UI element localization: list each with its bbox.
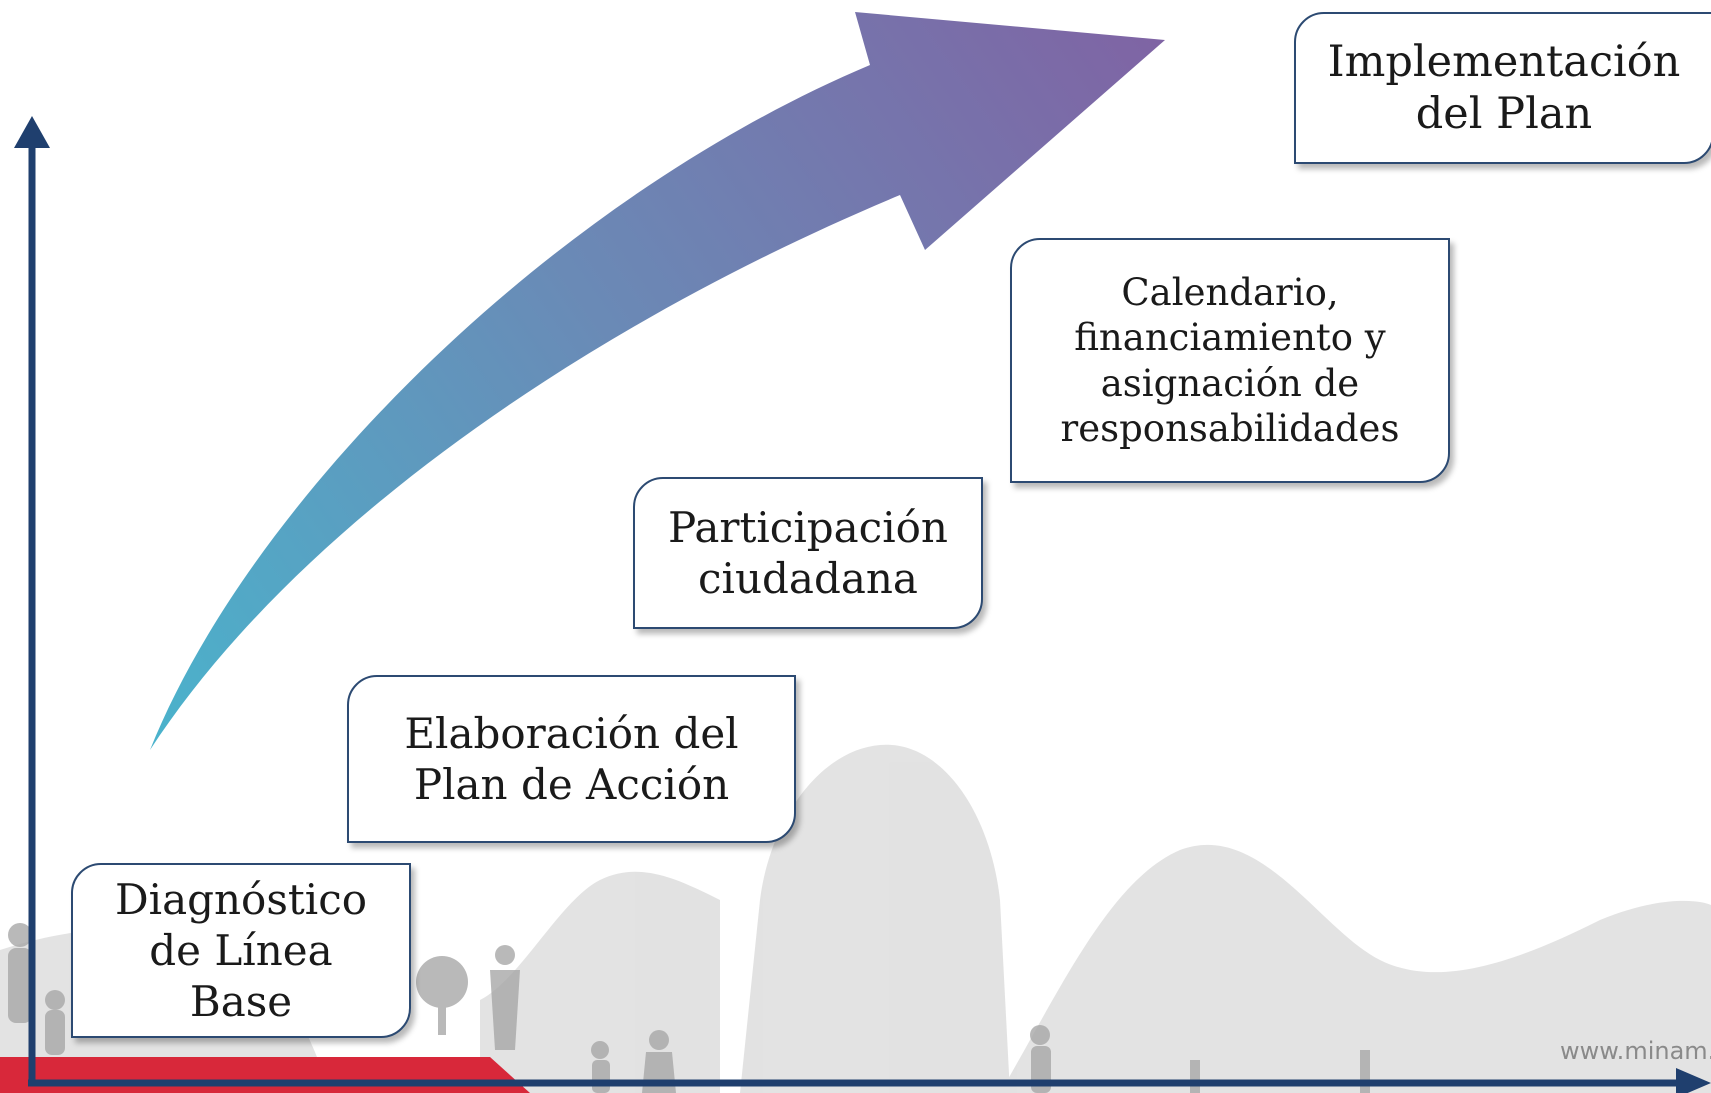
x-axis-arrowhead-icon [1676,1068,1711,1093]
y-axis-arrowhead-icon [14,116,50,148]
axes [14,116,1711,1093]
progress-arrow [150,12,1165,750]
step-implementacion-plan: Implementación del Plan [1294,12,1711,164]
step-participacion-ciudadana: Participación ciudadana [633,477,983,629]
step-calendario-financiamiento: Calendario, financiamiento y asignación … [1010,238,1450,483]
step-elaboracion-plan-accion: Elaboración del Plan de Acción [347,675,796,843]
website-watermark: www.minam.gob.p [1560,1037,1711,1065]
step-diagnostico-linea-base: Diagnóstico de Línea Base [71,863,411,1038]
footer-red-band [0,1057,530,1093]
